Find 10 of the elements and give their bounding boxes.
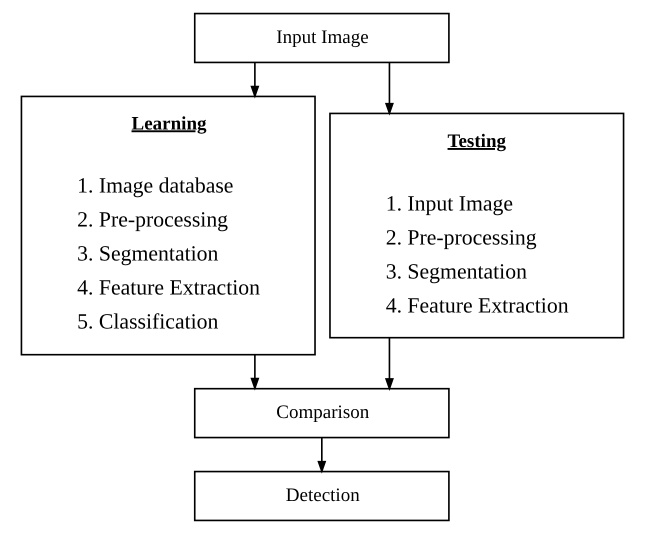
arrow — [250, 62, 260, 98]
node-box: Input Image — [194, 12, 450, 64]
node-box: Comparison — [194, 388, 450, 438]
arrow — [384, 62, 394, 116]
arrow — [384, 338, 394, 391]
node-box: Detection — [194, 470, 450, 522]
node-box: Learning 1. Image database 2. Pre-processing 3. Segmentation 4. Feature Extraction 5. Classification — [20, 96, 316, 356]
arrow — [317, 438, 326, 474]
node-box: Testing 1. Input Image 2. Pre-processing 3. Segmentation 4. Feature Extraction — [329, 112, 624, 338]
arrow — [250, 354, 260, 391]
